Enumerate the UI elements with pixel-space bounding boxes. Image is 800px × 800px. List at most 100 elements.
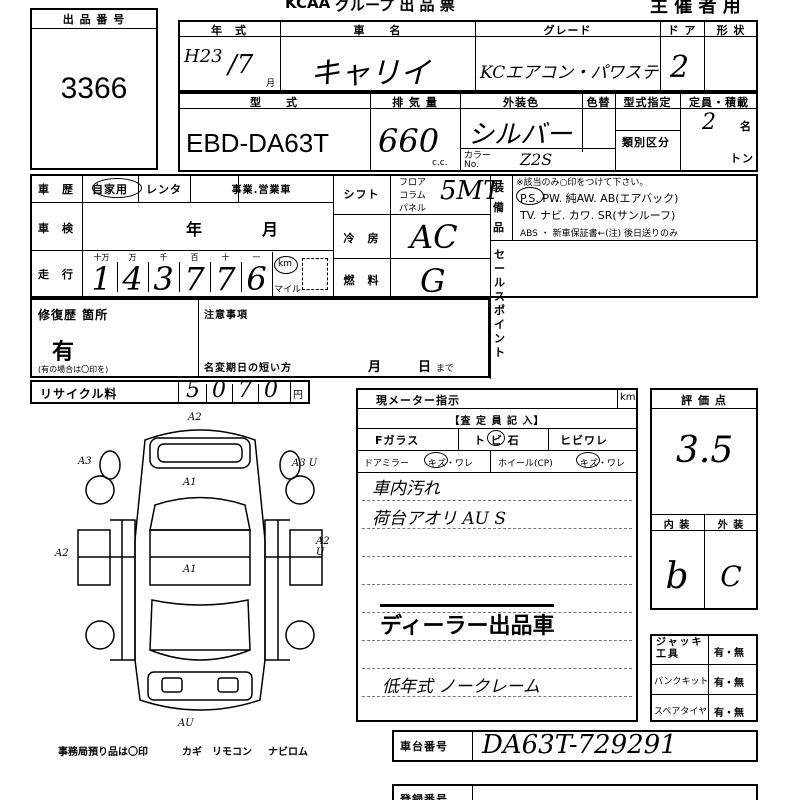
fuel-value: G <box>420 262 446 300</box>
car-name-label: 車 名 <box>353 24 402 37</box>
notes-label: 注意事項 <box>204 310 248 321</box>
detail-block <box>30 174 758 298</box>
chassis-value: DA63T-729291 <box>482 730 677 760</box>
mileage-digit: 3 <box>153 260 174 298</box>
score-value: 3.5 <box>676 430 734 471</box>
org-name: KCAA <box>285 0 331 12</box>
sales-point-label: セールスポイント <box>494 248 506 359</box>
fuel-label: 燃 料 <box>343 274 380 287</box>
mileage-checkbox <box>302 258 328 290</box>
history-label: 車 歴 <box>38 183 74 196</box>
model-label: 型 式 <box>250 96 298 109</box>
repair-label: 修復歴 箇所 <box>38 308 109 322</box>
name-change-month: 月 <box>368 360 383 375</box>
wheel-scratch-circle <box>576 452 600 468</box>
ps-circle <box>516 187 544 205</box>
interior-label: 内 装 <box>663 520 691 531</box>
mileage-digits: 十万 万 千 百 十 一 1 4 3 7 7 6 <box>86 252 272 298</box>
year-label: 年 式 <box>211 24 247 37</box>
mileage-digit: 6 <box>246 260 267 298</box>
crack-label: ヒビワレ <box>560 434 608 447</box>
mileage-digit: 1 <box>91 260 112 298</box>
equipment-label: 装 備 品 <box>493 181 505 234</box>
vehicle-top-row <box>178 20 758 92</box>
color-number-label: カラー No. <box>464 151 492 170</box>
shift-panel: パネル <box>398 204 426 214</box>
mileage-unit-1: 一 <box>252 253 261 262</box>
mileage-label: 走 行 <box>38 268 74 281</box>
mileage-digit: 4 <box>122 260 143 298</box>
capacity-persons-unit: 名 <box>740 120 752 133</box>
exterior-grade-label: 外 装 <box>717 520 745 531</box>
meter-unit: km <box>620 392 636 403</box>
displacement-unit: c.c. <box>432 158 448 168</box>
grade-value: KCエアコン・パワステ <box>480 63 659 83</box>
shift-value: 5MT <box>440 176 501 206</box>
shift-floor: フロア <box>398 178 426 188</box>
mileage-unit-100k: 十万 <box>93 253 110 262</box>
damage-mark: A2 <box>55 548 69 559</box>
displacement-label: 排 気 量 <box>392 96 438 109</box>
shift-column: コラム <box>399 191 426 201</box>
tool-puncture-value: 有・無 <box>714 678 744 689</box>
chassis-box <box>392 730 758 762</box>
name-change-day: 日 <box>418 360 433 375</box>
mileage-digit: 7 <box>184 260 205 298</box>
registration-label: 登録番号 <box>400 793 448 800</box>
history-business: 事業.営業車 <box>231 185 292 196</box>
chassis-label: 車台番号 <box>400 740 448 753</box>
office-items-label: 事務局預り品は〇印 <box>58 747 148 758</box>
recycle-digit: 5 <box>186 378 200 403</box>
shift-label: シフト <box>343 188 380 201</box>
mirror-label: ドアミラー <box>364 459 409 469</box>
year-value: /7 <box>228 50 254 80</box>
lot-number-box <box>30 8 158 170</box>
km-circle <box>274 256 298 274</box>
equipment-note: ※該当のみ○印をつけて下さい。 <box>516 178 649 188</box>
inspector-comment: 低年式 ノークレーム <box>382 677 540 697</box>
displacement-value: 660 <box>378 122 440 160</box>
mileage-unit-10: 十 <box>221 253 230 262</box>
year-era: H23 <box>184 46 223 67</box>
color-number-value: Z2S <box>520 150 553 169</box>
ac-value: AC <box>410 218 458 256</box>
name-change-label: 名変期日の短い方 <box>204 363 292 374</box>
mirror-options: キズ・ワレ <box>428 459 474 469</box>
f-glass-label: Fガラス <box>375 434 420 447</box>
exterior-grade-value: C <box>720 560 742 593</box>
stone-chip-circle <box>487 430 505 446</box>
year-month-unit: 月 <box>266 79 276 89</box>
car-diagram <box>77 429 323 711</box>
recycle-box <box>30 380 310 404</box>
recycle-digit: 7 <box>238 378 252 403</box>
name-change-until: まで <box>436 364 455 374</box>
recycle-digit: 0 <box>264 378 278 403</box>
damage-mark: A3 <box>78 456 92 467</box>
recycle-label: リサイクル料 <box>40 387 118 401</box>
inspector-comment: 荷台アオリ AU S <box>372 509 507 529</box>
lot-number: 3366 <box>60 72 128 105</box>
damage-mark: A1 <box>183 477 197 488</box>
tool-spare-label: スペアタイヤ <box>654 707 708 717</box>
category-label: 類別区分 <box>622 136 670 149</box>
inspector-title: 【査 定 員 記 入】 <box>449 416 545 427</box>
recycle-unit: 円 <box>293 390 303 401</box>
capacity-persons: 2 <box>702 110 716 135</box>
equipment-line-2: TV. ナビ. カワ. SR(サンルーフ) <box>520 209 676 222</box>
mirror-scratch-circle <box>424 452 448 468</box>
tool-jack-value: 有・無 <box>714 648 744 659</box>
registration-box <box>392 784 758 800</box>
form-title: グループ 出 品 票 <box>335 0 455 14</box>
interior-value: b <box>665 556 689 597</box>
exterior-color-label: 外装色 <box>503 96 539 109</box>
inspector-comment: 車内汚れ <box>372 479 440 499</box>
repair-notes-block <box>30 298 490 378</box>
wheel-options: キズ・ワレ <box>580 459 626 469</box>
tool-jack-label: ジャッキ 工具 <box>656 637 704 660</box>
mileage-digit: 7 <box>215 260 236 298</box>
inspection-month-unit: 月 <box>262 220 280 239</box>
meter-label: 現メーター指示 <box>376 394 460 407</box>
mileage-unit-10k: 万 <box>128 253 137 262</box>
inspection-label: 車 検 <box>38 222 74 235</box>
history-rental: レンタ <box>146 183 182 196</box>
